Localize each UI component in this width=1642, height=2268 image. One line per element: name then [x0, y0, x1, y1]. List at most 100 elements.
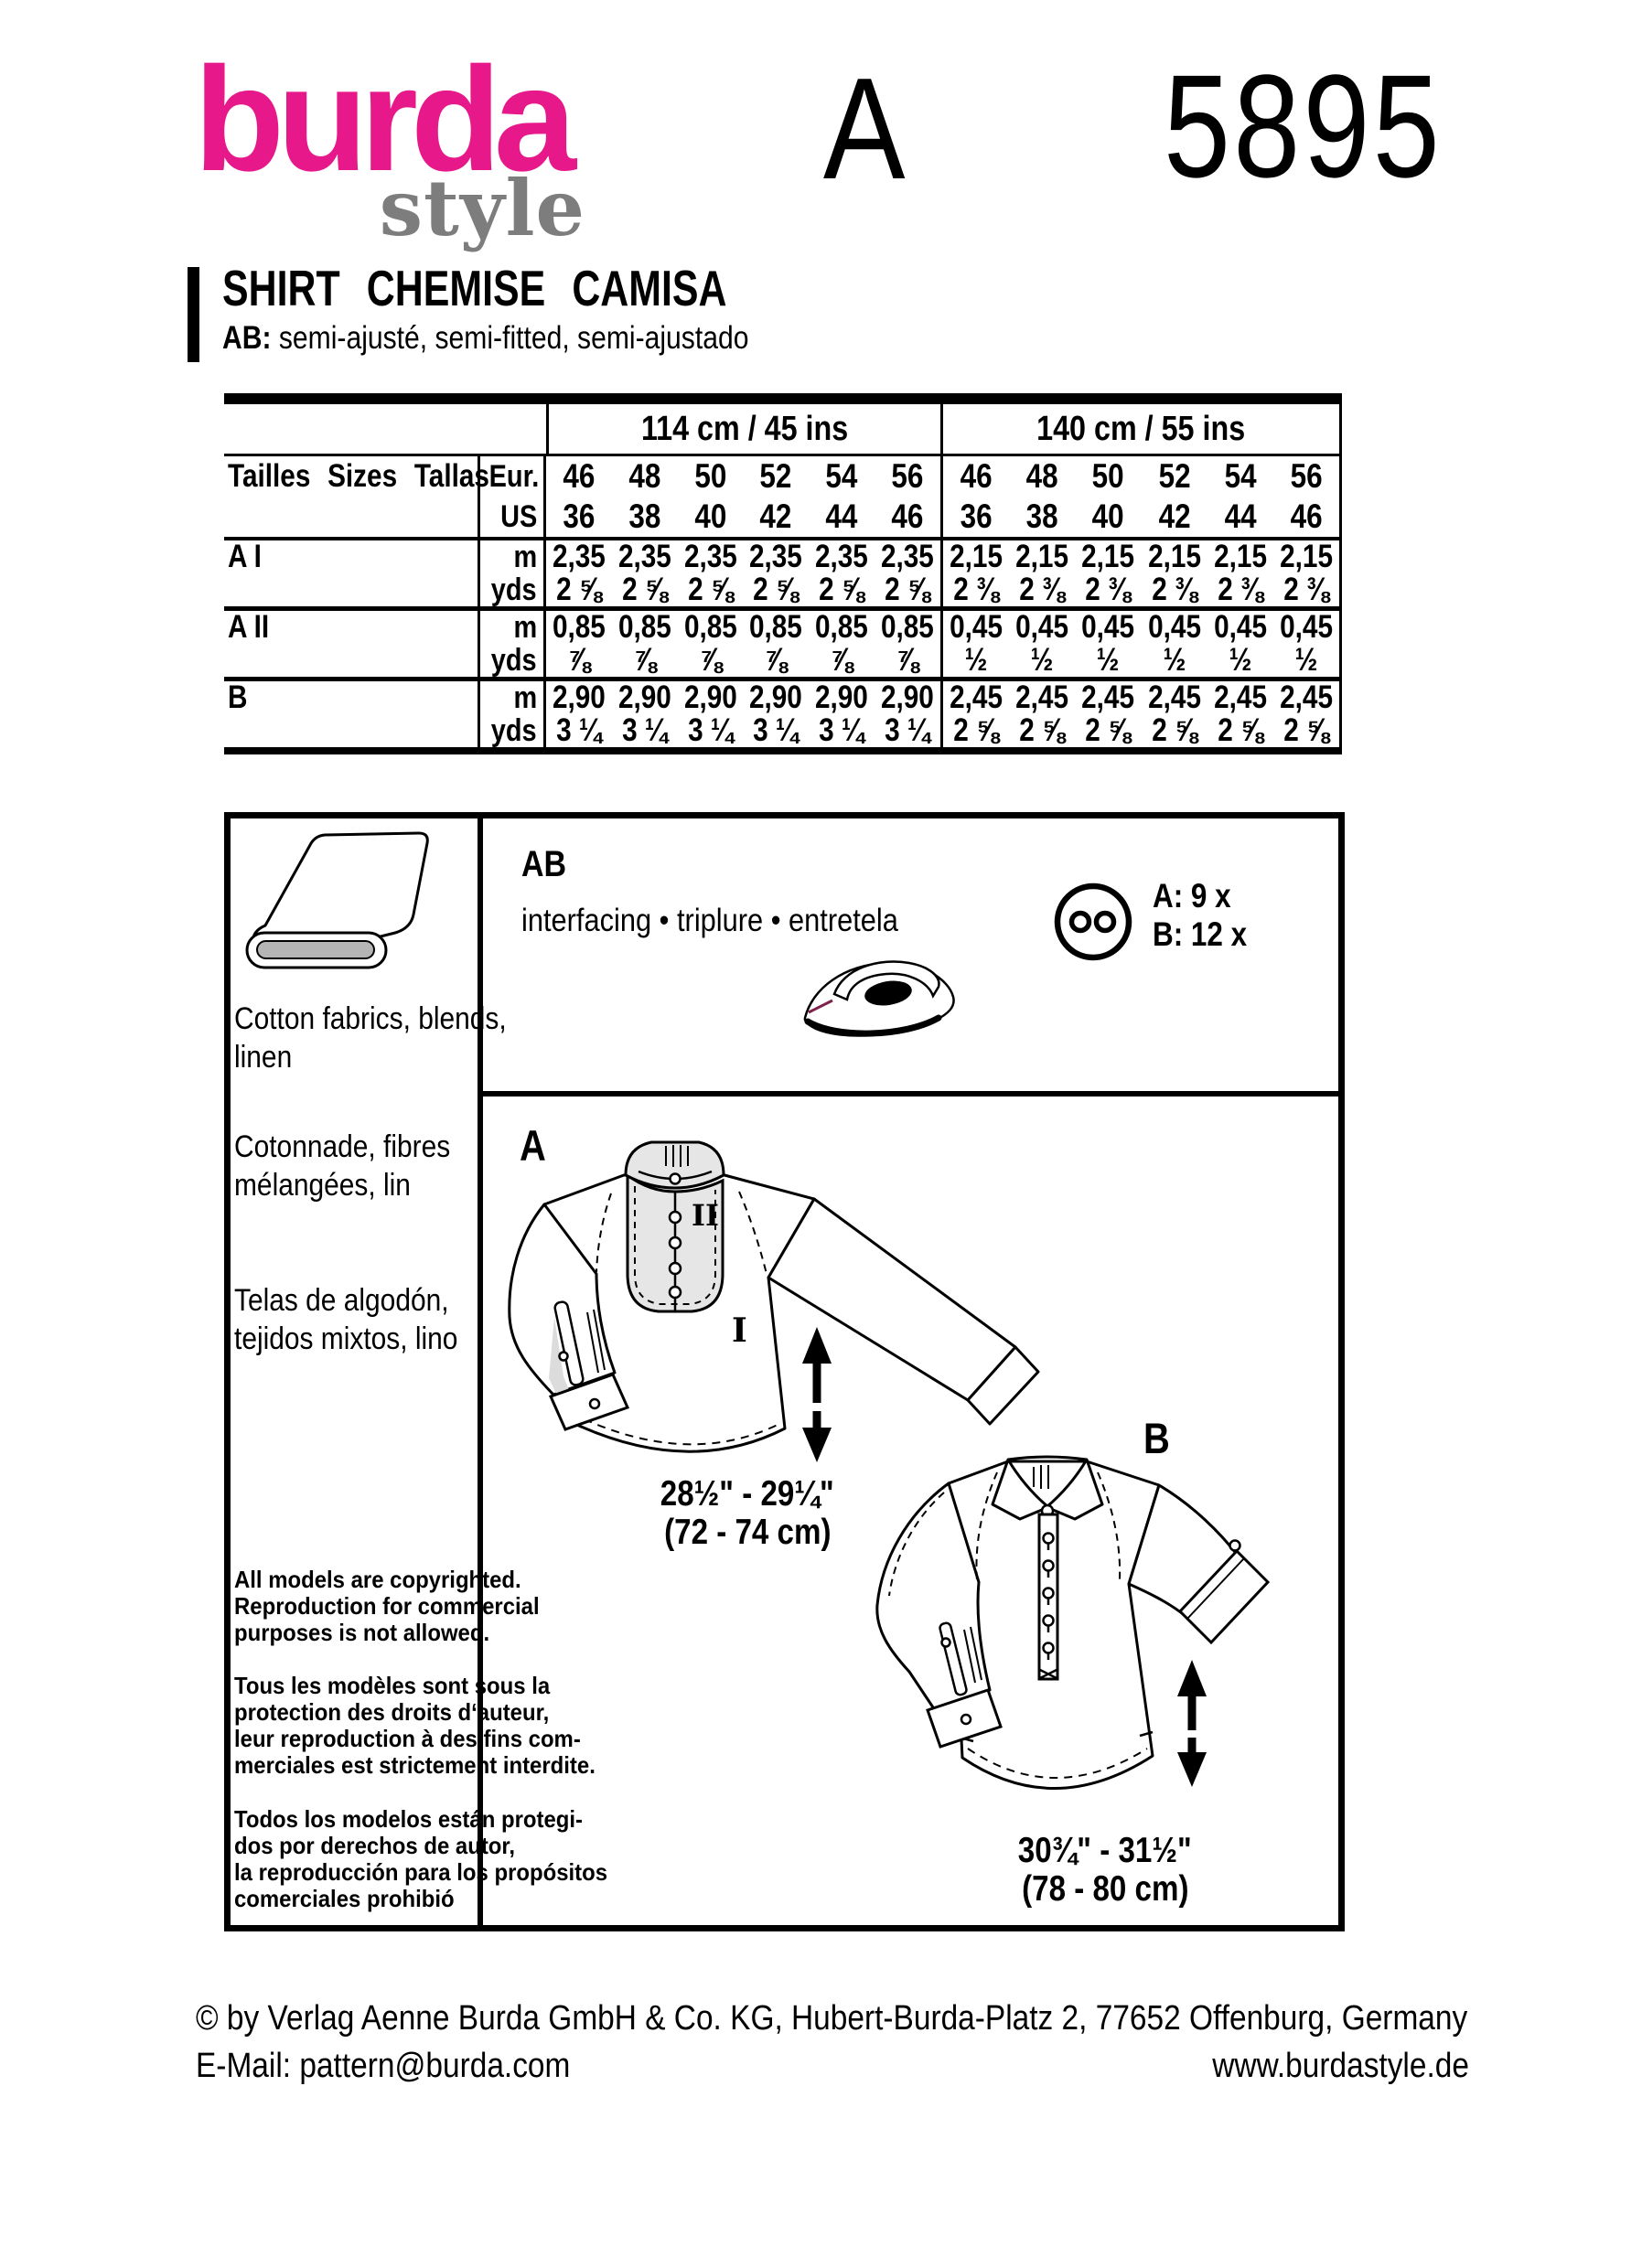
part-i-label: I [732, 1311, 747, 1350]
view-letter-text: A [822, 48, 906, 209]
table-cell: 54 [825, 457, 858, 495]
cuff-button [960, 1713, 972, 1726]
table-cell: 2 ⅝ [687, 572, 734, 607]
interfacing-text: interfacing • triplure • entretela [521, 903, 898, 938]
title-accent-bar [188, 267, 199, 362]
table-cell: ⅞ [896, 642, 919, 678]
row-label-text: A II [228, 609, 270, 645]
table-cell: 0,85 [815, 609, 869, 645]
table-cell: 2,35 [815, 539, 869, 574]
table-cell: ⅞ [633, 642, 657, 678]
table-top-bar [224, 393, 1342, 404]
sleeve-tab-button [1229, 1539, 1241, 1552]
placket-button [558, 1351, 569, 1362]
table-cell: 2,45 [1015, 679, 1069, 715]
table-cell: 50 [694, 457, 727, 495]
pattern-number: 5895 [1164, 53, 1504, 199]
fit-description: AB: semi-ajusté, semi-fitted, semi-ajust… [222, 319, 834, 358]
armhole-stitching [975, 1471, 998, 1581]
table-cell: 52 [1158, 457, 1191, 495]
email-address: E-Mail: pattern@burda.com [196, 2047, 571, 2085]
fabric-width-140-text: 140 cm / 55 ins [1036, 410, 1246, 448]
collar-right [1045, 1458, 1104, 1521]
length-arrow-b [1177, 1660, 1207, 1787]
fit-description-text: semi-ajusté, semi-fitted, semi-ajustado [278, 320, 749, 356]
table-bottom-bar [224, 747, 1342, 754]
table-rule [224, 677, 1342, 681]
table-cell: 0,85 [617, 609, 671, 645]
collar-button [669, 1172, 681, 1185]
burda-logo: burda [194, 37, 576, 202]
garment-title: SHIRT CHEMISE CAMISA [222, 263, 869, 314]
garment-title-text: SHIRT CHEMISE CAMISA [222, 260, 727, 316]
table-cell: 2,15 [1081, 539, 1135, 574]
table-cell: 2 ⅝ [953, 712, 999, 748]
cuff-button [588, 1397, 601, 1410]
table-cell: 48 [628, 457, 661, 495]
view-letter: A [816, 57, 912, 201]
table-cell: 56 [1290, 457, 1323, 495]
bib-button [668, 1210, 682, 1225]
table-cell: 48 [1025, 457, 1058, 495]
button-icon [1054, 883, 1132, 961]
armhole-stitching [1097, 1471, 1121, 1581]
armhole-stitching [596, 1193, 612, 1273]
view-a-length-cm: (72 - 74 cm) [663, 1513, 832, 1552]
table-cell: ⅞ [764, 642, 788, 678]
m-label: m [513, 680, 537, 715]
table-cell: 50 [1091, 457, 1124, 495]
table-cell: ½ [1097, 642, 1120, 678]
table-cell: 54 [1224, 457, 1257, 495]
table-cell: 2,35 [552, 539, 606, 574]
table-cell: 44 [825, 497, 858, 535]
table-cell: 2,15 [950, 539, 1003, 574]
rolled-cuff [1177, 1548, 1271, 1645]
table-cell: 2,90 [617, 679, 671, 715]
table-cell: 2,15 [1147, 539, 1201, 574]
table-cell: 2 ⅝ [621, 572, 668, 607]
table-cell: 2 ⅝ [819, 572, 865, 607]
us-label: US [499, 499, 537, 534]
fabric-bolt-icon [245, 831, 429, 969]
copyright-english: All models are copyrighted. Reproduction… [234, 1566, 540, 1646]
unit-column: m yds [478, 540, 546, 606]
table-cell: 3 ¼ [753, 712, 800, 748]
table-cell: 2,15 [1279, 539, 1333, 574]
table-cell: 2 ⅝ [1283, 712, 1329, 748]
footer-contact-row: E-Mail: pattern@burda.com www.burdastyle… [196, 2047, 1469, 2086]
table-cell: ⅞ [830, 642, 853, 678]
table-rule [224, 606, 1342, 611]
box-vertical-divider [478, 818, 483, 1925]
website-url: www.burdastyle.de [1212, 2047, 1469, 2085]
length-arrow-a [802, 1327, 832, 1462]
table-cell: 0,45 [1147, 609, 1201, 645]
table-cell: ⅞ [567, 642, 591, 678]
bib-button [668, 1285, 682, 1300]
table-cell: 0,85 [552, 609, 606, 645]
table-cell: 3 ¼ [556, 712, 602, 748]
iron-icon [803, 960, 955, 1037]
table-cell: 3 ¼ [885, 712, 930, 748]
yardage-table: 114 cm / 45 ins 140 cm / 55 ins Tailles … [224, 393, 1342, 754]
yds-label: yds [491, 643, 537, 678]
publisher-copyright: © by Verlag Aenne Burda GmbH & Co. KG, H… [196, 1999, 1468, 2038]
table-cell: 2 ⅜ [1019, 572, 1066, 607]
table-cell: 2,15 [1213, 539, 1267, 574]
pattern-number-text: 5895 [1164, 44, 1443, 208]
table-cell: 44 [1224, 497, 1257, 535]
table-cell: 42 [759, 497, 792, 535]
shirt-a-right-cuff [966, 1345, 1040, 1426]
table-cell: 36 [960, 497, 993, 535]
table-cell: 2,35 [617, 539, 671, 574]
table-cell: 46 [891, 497, 924, 535]
collar-left [991, 1458, 1050, 1521]
table-cell: 2 ⅜ [1283, 572, 1329, 607]
table-cell: 2,90 [683, 679, 737, 715]
fabrics-french: Cotonnade, fibres mélangées, lin [234, 1129, 451, 1203]
table-cell: 0,45 [1279, 609, 1333, 645]
table-cell: 2,35 [683, 539, 737, 574]
table-cell: 40 [694, 497, 727, 535]
burda-logo-style: style [379, 163, 585, 253]
